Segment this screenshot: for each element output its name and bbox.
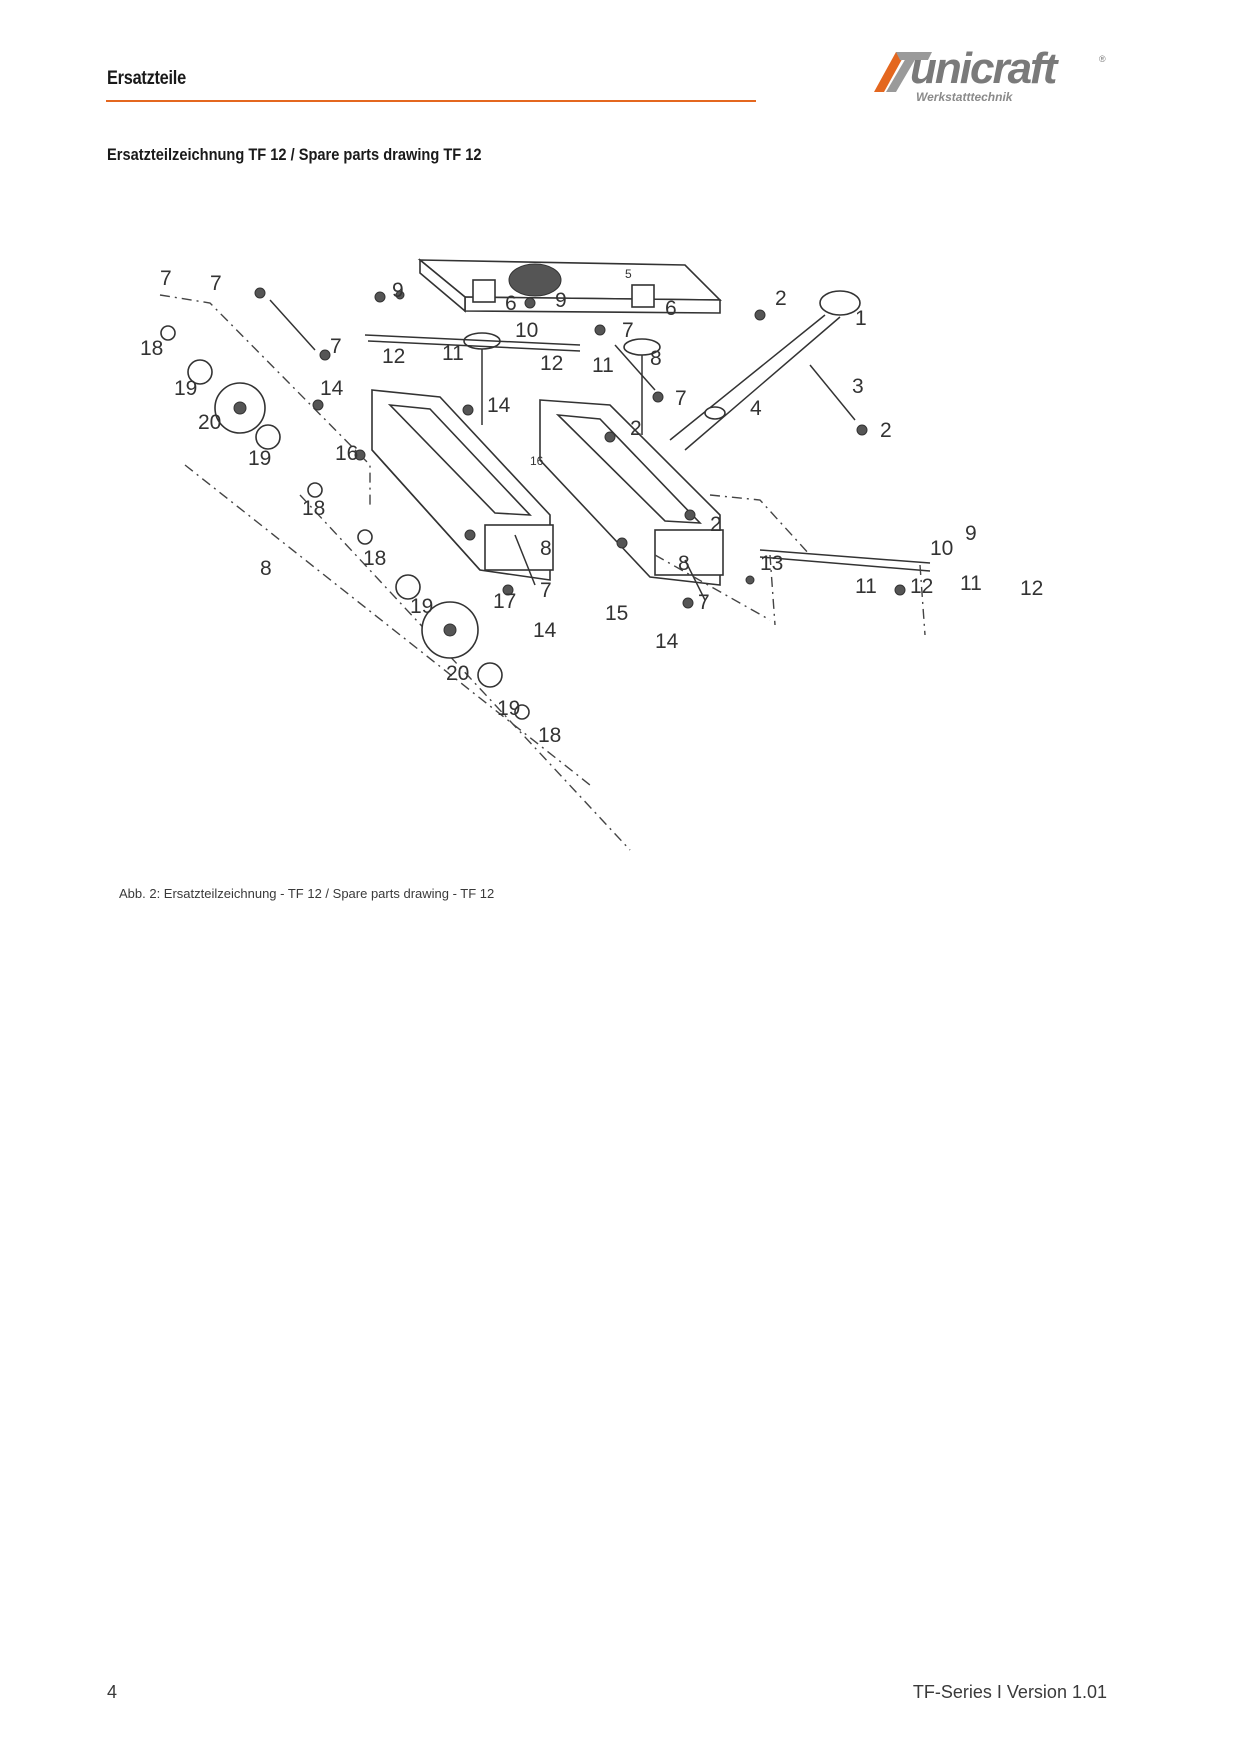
- part-label: 19: [248, 447, 271, 470]
- drawbar-handle: [669, 290, 861, 451]
- part-label: 19: [497, 697, 520, 720]
- logo-subtitle: Werkstatttechnik: [916, 90, 1013, 104]
- top-plate: [417, 258, 722, 314]
- right-frame: [539, 399, 724, 586]
- part-label: 7: [210, 272, 222, 295]
- part-label: 16: [335, 442, 358, 465]
- part-label: 7: [160, 267, 172, 290]
- part-label: 3: [852, 375, 864, 398]
- part-labels: 1 2 2 2 2 3 4 5 6 6 7 7 7 7 7 7 7 8 8 8 …: [140, 267, 1043, 747]
- part-label: 12: [382, 345, 405, 368]
- part-label: 6: [665, 297, 677, 320]
- footer-version: TF-Series I Version 1.01: [912, 1682, 1107, 1702]
- part-label: 9: [555, 289, 567, 312]
- part-label: 11: [442, 342, 464, 365]
- figure-caption: Abb. 2: Ersatzteilzeichnung - TF 12 / Sp…: [119, 886, 495, 901]
- left-frame: [371, 389, 554, 581]
- part-label: 18: [538, 724, 561, 747]
- part-label: 10: [515, 319, 538, 342]
- part-label: 9: [965, 522, 977, 545]
- part-label: 7: [540, 579, 552, 602]
- footer-page-number: 4: [107, 1682, 118, 1702]
- part-label: 12: [1020, 577, 1043, 600]
- upper-roller: [160, 325, 323, 498]
- logo-name: unicraft: [910, 44, 1057, 93]
- section-title: Ersatzteilzeichnung TF 12 / Spare parts …: [107, 145, 482, 164]
- fasteners: [254, 287, 906, 609]
- part-label: 2: [630, 417, 642, 440]
- lower-roller: [357, 529, 530, 720]
- part-label: 14: [320, 377, 344, 400]
- part-label: 2: [710, 513, 722, 536]
- part-label: 14: [487, 394, 511, 417]
- part-label: 12: [910, 575, 933, 598]
- part-label: 20: [446, 662, 469, 685]
- part-label: 18: [302, 497, 325, 520]
- part-label: 14: [655, 630, 679, 653]
- unicraft-logo: unicraft ® Werkstatttechnik: [872, 44, 1112, 108]
- part-label: 7: [330, 335, 342, 358]
- part-label: 2: [775, 287, 787, 310]
- part-label: 19: [410, 595, 433, 618]
- spare-parts-drawing: 1 2 2 2 2 3 4 5 6 6 7 7 7 7 7 7 7 8 8 8 …: [140, 258, 1043, 851]
- part-label: 1: [855, 307, 867, 330]
- part-label: 10: [930, 537, 953, 560]
- part-label: 7: [698, 591, 710, 614]
- part-label: 11: [960, 572, 982, 595]
- part-label: 17: [493, 590, 516, 613]
- part-label: 2: [880, 419, 892, 442]
- part-label: 12: [540, 352, 563, 375]
- part-label: 20: [198, 411, 221, 434]
- part-label: 8: [678, 552, 690, 575]
- part-label: 15: [605, 602, 628, 625]
- header-title: Ersatzteile: [107, 68, 186, 89]
- part-label: 11: [592, 354, 614, 377]
- part-label: 18: [363, 547, 386, 570]
- part-label: 7: [675, 387, 687, 410]
- part-label: 14: [533, 619, 557, 642]
- part-label: 8: [540, 537, 552, 560]
- part-label: 9: [392, 279, 404, 302]
- part-label: 18: [140, 337, 163, 360]
- part-label: 4: [750, 397, 762, 420]
- part-label: 13: [760, 552, 783, 575]
- part-label: 11: [855, 575, 877, 598]
- part-label: 19: [174, 377, 197, 400]
- part-label: 16: [530, 454, 544, 468]
- logo-registered: ®: [1099, 54, 1106, 64]
- part-label: 6: [505, 292, 517, 315]
- part-label: 8: [260, 557, 272, 580]
- part-label: 8: [650, 347, 662, 370]
- logo-mark-icon: [874, 52, 932, 92]
- part-label: 7: [622, 319, 634, 342]
- header-rule: [106, 100, 756, 102]
- part-label: 5: [625, 267, 632, 281]
